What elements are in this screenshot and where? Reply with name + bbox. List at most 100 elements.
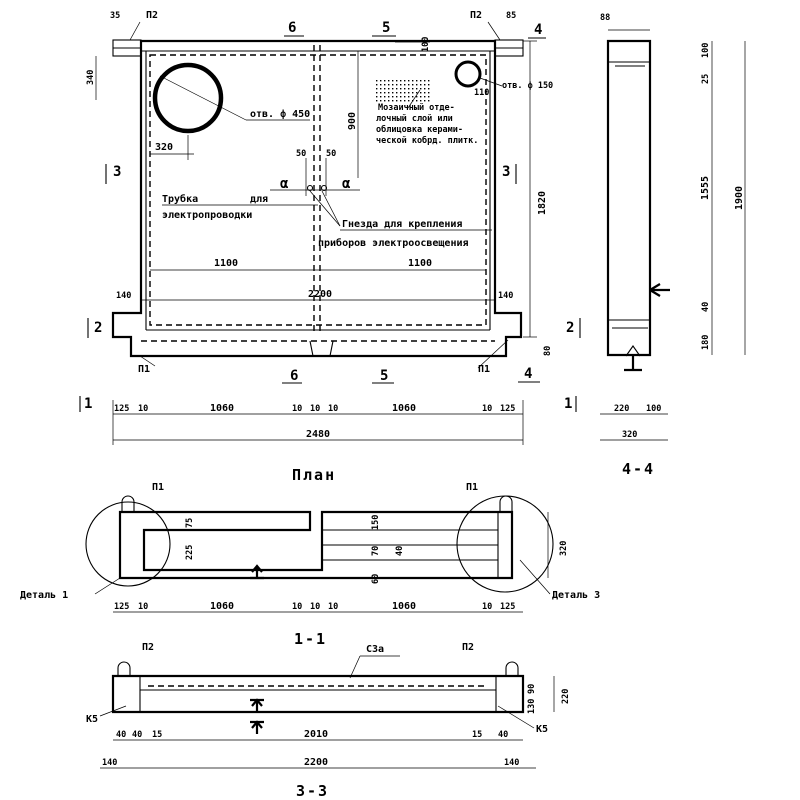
plan-view: отв. ф 450 отв. ф 150 110 Мозаичный отде… bbox=[79, 10, 581, 484]
dim-225-11: 225 bbox=[185, 545, 195, 560]
arrow-3-3-a bbox=[250, 698, 264, 712]
dim-1060-b: 1060 bbox=[392, 403, 416, 414]
cut-2-left: 2 bbox=[94, 320, 102, 336]
dim-60-11: 60 bbox=[371, 574, 381, 584]
c3a-label: С3а bbox=[366, 644, 384, 655]
detail-1-circle bbox=[85, 501, 171, 587]
cut-3-left: 3 bbox=[113, 164, 121, 180]
dim-125-b: 125 bbox=[500, 404, 515, 414]
cut-5-top: 5 bbox=[382, 20, 390, 36]
marker-p2-33-left: П2 bbox=[142, 642, 154, 653]
dim-25-44: 25 bbox=[701, 74, 711, 84]
marker-p2-right: П2 bbox=[470, 10, 482, 21]
section-alpha-left: α bbox=[280, 176, 288, 192]
cut-4-top: 4 bbox=[534, 22, 542, 38]
mosaic-l1: Мозаичный отде- bbox=[378, 103, 455, 113]
dim-15-33-b: 15 bbox=[472, 730, 482, 740]
dim-10-c: 10 bbox=[310, 404, 320, 414]
dim-140-b: 140 bbox=[498, 291, 513, 301]
cut-4-bottom: 4 bbox=[524, 366, 532, 382]
dim-80: 80 bbox=[543, 346, 553, 356]
dim-140-33-a: 140 bbox=[102, 758, 117, 768]
dim-125-11-b: 125 bbox=[500, 602, 515, 612]
dim-1555-44: 1555 bbox=[700, 176, 711, 200]
dim-40-44: 40 bbox=[701, 302, 711, 312]
cut-6-top: 6 bbox=[288, 20, 296, 36]
detail-1-label: Деталь 1 bbox=[20, 590, 68, 601]
dim-140-33-b: 140 bbox=[504, 758, 519, 768]
marker-p2-left: П2 bbox=[146, 10, 158, 21]
hole-150-label: отв. ф 150 bbox=[502, 81, 553, 91]
mosaic-l2: лочный слой или bbox=[376, 114, 453, 124]
dim-85: 85 bbox=[506, 11, 516, 21]
loop-right bbox=[499, 495, 513, 512]
loop-33-left bbox=[117, 661, 131, 676]
nest-l2: приборов электроосвещения bbox=[318, 237, 469, 249]
dim-40-33-c: 40 bbox=[498, 730, 508, 740]
dim-10-11-d: 10 bbox=[328, 602, 338, 612]
dim-1060-a: 1060 bbox=[210, 403, 234, 414]
dim-10-a: 10 bbox=[138, 404, 148, 414]
dim-320-44: 320 bbox=[622, 430, 637, 440]
hole-150 bbox=[454, 60, 482, 88]
dim-180-44: 180 bbox=[701, 335, 711, 350]
dim-220-44: 220 bbox=[614, 404, 629, 414]
dim-340: 340 bbox=[86, 70, 96, 85]
cut-3-right: 3 bbox=[502, 164, 510, 180]
dim-1100-a: 1100 bbox=[214, 258, 238, 269]
dim-40-33-a: 40 bbox=[116, 730, 126, 740]
dim-1900-44: 1900 bbox=[734, 186, 745, 210]
dim-100: 100 bbox=[421, 37, 431, 52]
arrow-1-1 bbox=[250, 564, 264, 580]
tube-l1: Трубка bbox=[162, 193, 198, 205]
dim-140-a: 140 bbox=[116, 291, 131, 301]
k5-left: К5 bbox=[86, 714, 98, 725]
section-3-3: П2 П2 С3а К5 К5 130 90 220 40 40 15 2010… bbox=[86, 642, 571, 800]
dim-220-33: 220 bbox=[561, 689, 571, 704]
dim-1100-b: 1100 bbox=[408, 258, 432, 269]
dim-10-11-a: 10 bbox=[138, 602, 148, 612]
dim-2200: 2200 bbox=[308, 289, 332, 300]
section-alpha-right: α bbox=[342, 176, 350, 192]
tube-label: Трубка для электропроводки bbox=[162, 193, 274, 221]
marker-p1-right: П1 bbox=[478, 364, 490, 375]
dim-2010-33: 2010 bbox=[304, 729, 328, 740]
dim-10-e: 10 bbox=[482, 404, 492, 414]
nest-label: Гнезда для крепления приборов электроосв… bbox=[318, 219, 469, 249]
inner-frame bbox=[149, 54, 487, 326]
cut-2-right: 2 bbox=[566, 320, 574, 336]
hole-450 bbox=[152, 62, 224, 134]
dim-88: 88 bbox=[600, 13, 610, 23]
detail-3-label: Деталь 3 bbox=[552, 590, 600, 601]
arrow-4-4 bbox=[649, 283, 670, 297]
dim-1060-11-a: 1060 bbox=[210, 601, 234, 612]
cut-6-bottom: 6 bbox=[290, 368, 298, 384]
dim-100b-44: 100 bbox=[646, 404, 661, 414]
dim-125-a: 125 bbox=[114, 404, 129, 414]
dim-125-11-a: 125 bbox=[114, 602, 129, 612]
tube-l3: электропроводки bbox=[162, 210, 252, 221]
arrow-3-3-b bbox=[250, 720, 264, 734]
dim-900: 900 bbox=[347, 112, 358, 130]
dim-10-11-c: 10 bbox=[310, 602, 320, 612]
dim-10-11-e: 10 bbox=[482, 602, 492, 612]
hole-450-label: отв. ф 450 bbox=[250, 108, 310, 120]
dim-10-11-b: 10 bbox=[292, 602, 302, 612]
section-4-4-title: 4-4 bbox=[622, 460, 655, 478]
section-1-1: П1 П1 225 75 150 70 40 60 320 Деталь 1 Д… bbox=[20, 482, 600, 648]
dim-320-11: 320 bbox=[559, 541, 569, 556]
marker-p1-left: П1 bbox=[138, 364, 150, 375]
dim-70-11: 70 bbox=[371, 546, 381, 556]
section-1-1-title: 1-1 bbox=[294, 630, 327, 648]
dim-50-b: 50 bbox=[326, 149, 336, 159]
dim-2480: 2480 bbox=[306, 429, 330, 440]
dim-2200-33: 2200 bbox=[304, 757, 328, 768]
marker-p2-33-right: П2 bbox=[462, 642, 474, 653]
dim-10-b: 10 bbox=[292, 404, 302, 414]
dim-40-33-b: 40 bbox=[132, 730, 142, 740]
dim-50-a: 50 bbox=[296, 149, 306, 159]
section-4-4: 88 100 25 1555 1900 40 180 220 100 320 4… bbox=[600, 13, 746, 478]
dim-35: 35 bbox=[110, 11, 120, 21]
dim-100-44: 100 bbox=[701, 43, 711, 58]
